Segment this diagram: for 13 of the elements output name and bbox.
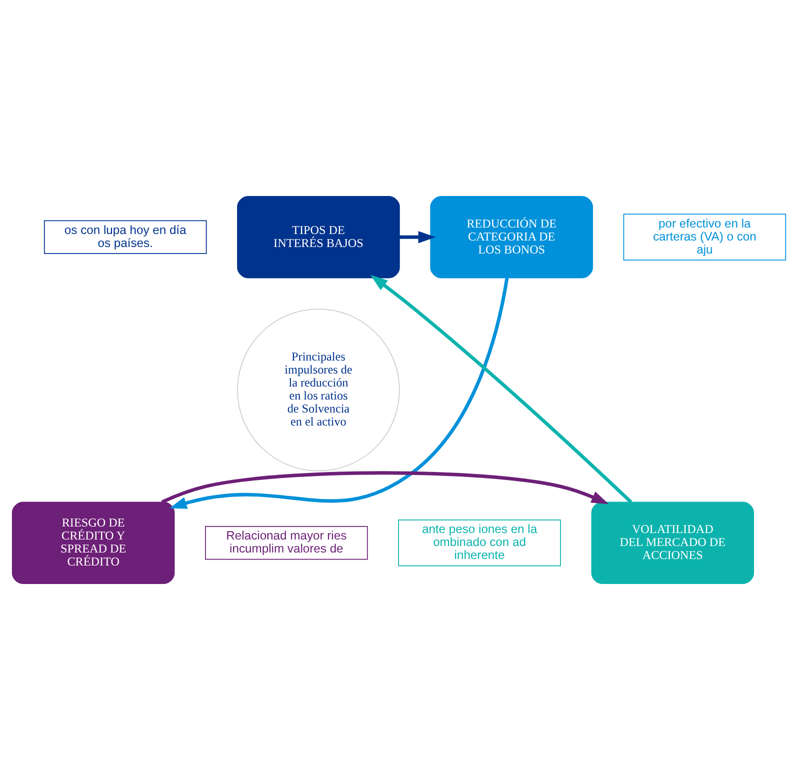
- node-box: REDUCCIÓN DE CATEGORIA DE LOS BONOS: [430, 196, 593, 278]
- node-box: TIPOS DE INTERÉS BAJOS: [237, 196, 400, 278]
- node-box: ante peso iones en la ombinado con ad inherente: [398, 518, 561, 566]
- node-box: Relacionad mayor ries incumplim valores de: [205, 525, 368, 560]
- node-box: os con lupa hoy en día os países.: [44, 220, 207, 254]
- node-box: RIESGO DE CRÉDITO Y SPREAD DE CRÉDITO: [12, 501, 175, 584]
- arrow: [370, 274, 632, 503]
- arrow: [400, 230, 436, 243]
- arrow: [169, 277, 509, 508]
- arrow: [161, 470, 609, 504]
- node-box: VOLATILIDAD DEL MERCADO DE ACCIONES: [591, 501, 754, 584]
- node-box: por efectivo en la carteras (VA) o con aju: [623, 213, 786, 260]
- node-circle: Principales impulsores de la reducción en los ratios de Solvencia en el activo: [237, 308, 400, 471]
